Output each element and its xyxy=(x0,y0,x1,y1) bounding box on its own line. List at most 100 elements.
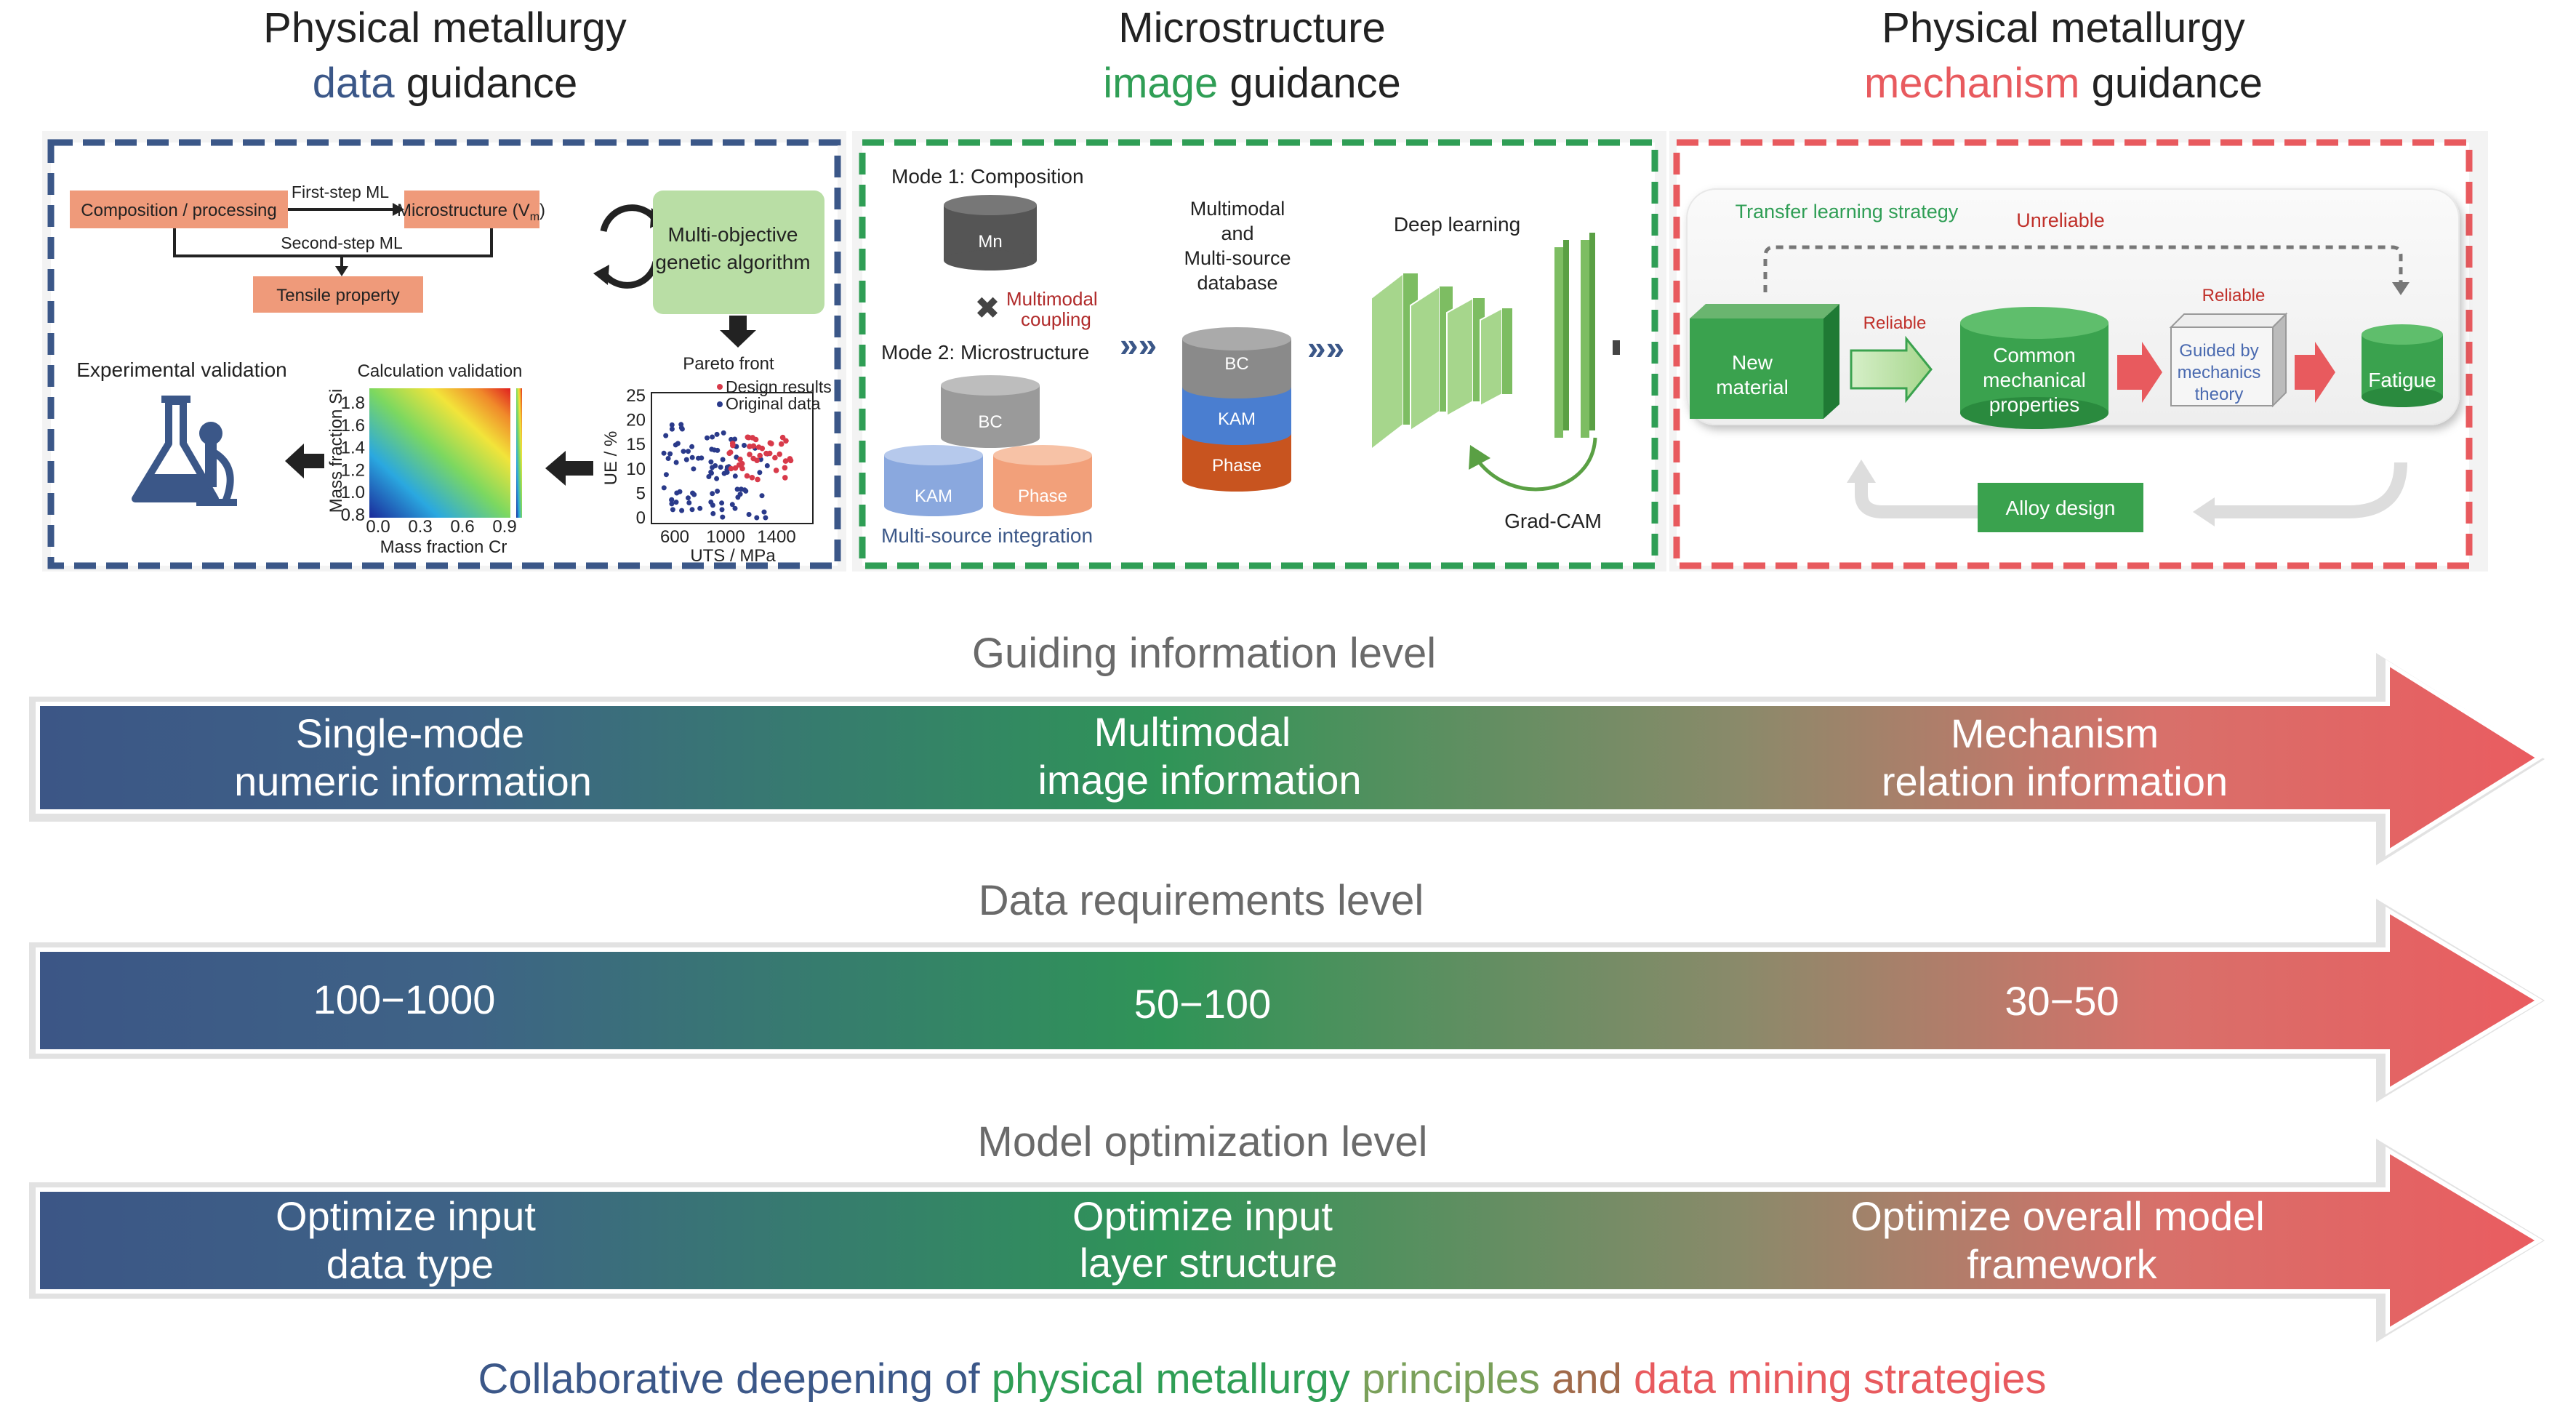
scatter-original-point xyxy=(715,489,721,494)
scatter-original-point xyxy=(669,426,675,432)
scatter-design-point xyxy=(732,465,739,471)
scatter-ytick: 25 xyxy=(626,386,646,406)
scatter-original-point xyxy=(686,449,691,454)
scatter-original-point xyxy=(665,456,671,461)
return-path-right xyxy=(2215,462,2407,518)
heatmap-ytick: 1.6 xyxy=(341,416,365,436)
scatter-design-point xyxy=(779,434,786,441)
first-step-ml-label: First-step ML xyxy=(292,183,389,201)
scatter-original-point xyxy=(689,454,695,460)
footer-part4: and xyxy=(1540,1355,1634,1403)
scatter-original-point xyxy=(710,491,715,497)
level-guiding-item1-line2: numeric information xyxy=(234,758,592,804)
tensile-property-box xyxy=(253,276,423,313)
scatter-original-point xyxy=(689,444,695,449)
scatter-original-point xyxy=(710,502,715,508)
microstructure-box xyxy=(404,191,539,228)
header-col2-rest: guidance xyxy=(1218,60,1401,107)
scatter-to-heatmap-arrow xyxy=(545,451,593,486)
heatmap-ytick: 1.4 xyxy=(341,438,365,458)
guided-line1: Guided by xyxy=(2179,341,2258,361)
scatter-design-point xyxy=(763,450,769,457)
scatter-design-point xyxy=(726,450,732,457)
deep-learning-label: Deep learning xyxy=(1394,213,1520,236)
header-col2-accent: image xyxy=(1103,60,1218,107)
level-guiding-item3-line1: Mechanism xyxy=(1951,710,2159,756)
db-line1: Multimodal xyxy=(1190,198,1285,220)
level-guiding-title: Guiding information level xyxy=(972,630,1436,677)
level-model-item2-line1: Optimize input xyxy=(1072,1193,1333,1239)
guided-line3: theory xyxy=(2195,385,2244,404)
scatter-ylabel: UE / % xyxy=(601,431,621,486)
level-guiding-arrow xyxy=(36,659,2543,857)
scatter-original-point xyxy=(686,495,691,501)
header-col3: Physical metallurgy mechanism guidance xyxy=(1864,4,2263,107)
heatmap-ytick: 1.2 xyxy=(341,460,365,480)
panel-mechanism-guidance: Transfer learning strategy Unreliable Ne… xyxy=(1669,131,2488,572)
header-col3-accent: mechanism xyxy=(1864,60,2080,107)
scatter-original-point xyxy=(763,515,769,521)
reliable1-arrow xyxy=(1850,335,1933,404)
footer-part3: principles xyxy=(1350,1355,1540,1403)
header-col1: Physical metallurgy data guidance xyxy=(263,4,627,107)
header-col1-line1: Physical metallurgy xyxy=(263,4,627,52)
scatter-ytick: 5 xyxy=(636,484,646,503)
level-data-arrow xyxy=(36,906,2543,1095)
scatter-xtick: 600 xyxy=(660,527,689,547)
scatter-original-point xyxy=(732,473,738,479)
scatter-design-point xyxy=(728,465,734,472)
moga-line1: Multi-objective xyxy=(668,223,798,246)
panel-data-guidance: Composition / processing First-step ML M… xyxy=(42,131,846,572)
second-step-ml-label: Second-step ML xyxy=(281,233,403,252)
heatmap-ytick: 1.8 xyxy=(341,393,365,413)
scatter-design-point xyxy=(737,456,743,462)
heatmap-ytick: 0.8 xyxy=(341,505,365,525)
scatter-original-point xyxy=(761,509,767,515)
scatter-original-point xyxy=(710,434,715,440)
scatter-original-point xyxy=(754,515,760,521)
unreliable-arrowhead xyxy=(2392,282,2410,295)
chevrons-icon-1: »» xyxy=(1120,326,1157,364)
flask-microscope-icon xyxy=(132,396,237,506)
scatter-design-point xyxy=(782,475,788,481)
pareto-front-label: Pareto front xyxy=(683,354,774,374)
scatter-original-point xyxy=(686,500,692,505)
mode1-label: Mode 1: Composition xyxy=(891,165,1084,188)
common-properties-cylinder xyxy=(1960,307,2108,429)
database-stack xyxy=(1182,327,1291,492)
footer-part2: physical metallurgy xyxy=(992,1355,1350,1403)
kam-label-db: KAM xyxy=(1218,409,1256,429)
scatter-original-point xyxy=(714,476,720,481)
kam-cylinder xyxy=(884,445,983,516)
alloy-design-label: Alloy design xyxy=(2006,497,2116,519)
scatter-ytick: 0 xyxy=(636,508,646,528)
alloy-design-box xyxy=(1978,483,2143,532)
db-line3: Multi-source xyxy=(1184,247,1291,269)
scatter-ytick: 10 xyxy=(626,460,646,479)
fatigue-cylinder xyxy=(2362,324,2443,407)
scatter-original-point xyxy=(737,492,743,497)
heatmap-yticks: 1.81.61.41.21.00.8 xyxy=(341,393,365,525)
levels: Guiding information level Single-mode nu… xyxy=(29,630,2545,1342)
mode2-label: Mode 2: Microstructure xyxy=(881,341,1089,364)
return-arrowhead-right xyxy=(2193,497,2215,526)
level-guiding-item2-line1: Multimodal xyxy=(1094,709,1291,755)
scatter-original-point xyxy=(705,435,710,441)
scatter-original-point xyxy=(675,441,681,446)
header-col3-rest: guidance xyxy=(2080,60,2263,107)
scatter-original-point xyxy=(720,514,726,520)
scatter-original-point xyxy=(739,486,744,492)
footer-part5: data mining strategies xyxy=(1634,1355,2046,1403)
bc-cylinder xyxy=(941,375,1040,448)
scatter-design-point xyxy=(772,454,778,461)
scatter-original-point xyxy=(713,463,718,468)
level-guiding-item2-line2: image information xyxy=(1038,757,1361,803)
heatmap-xtick: 0.0 xyxy=(366,517,390,537)
common-line3: properties xyxy=(1989,393,2080,416)
legend-design-marker xyxy=(717,384,723,390)
scatter-original-point xyxy=(678,422,684,428)
db-line4: database xyxy=(1197,272,1277,294)
